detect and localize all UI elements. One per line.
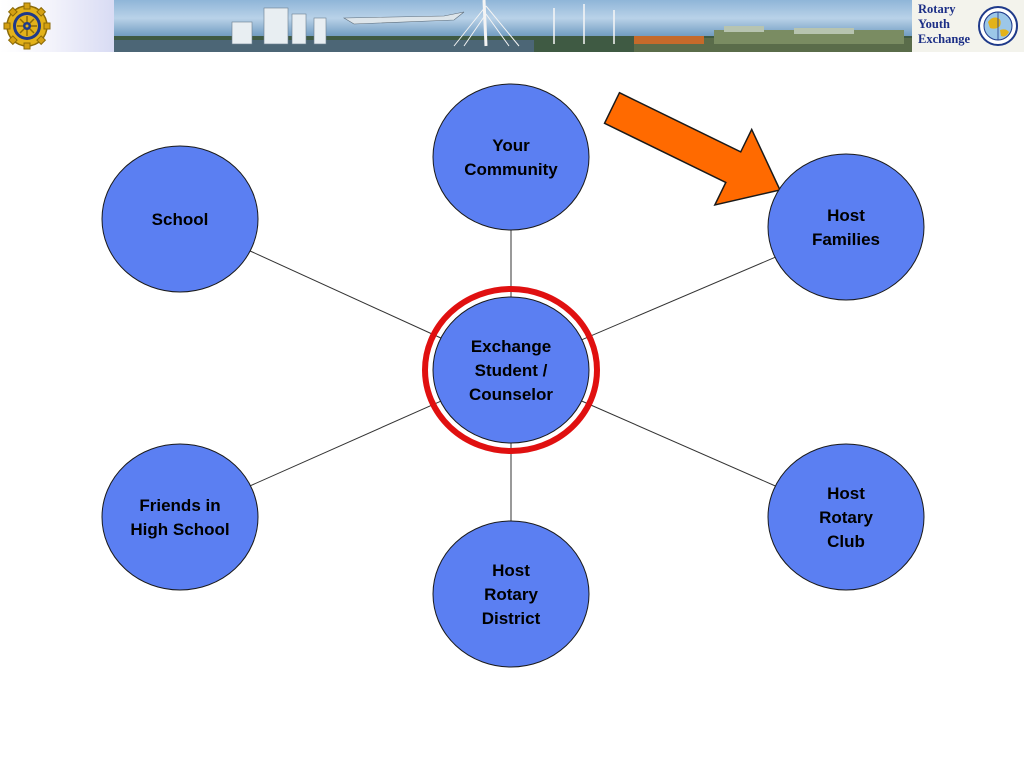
node-label-exchange-student-0: Exchange bbox=[471, 337, 551, 356]
node-circle-school bbox=[101, 145, 259, 293]
node-label-friends-in-high-school-0: Friends in bbox=[139, 496, 220, 515]
arrow-layer bbox=[603, 91, 782, 207]
node-circle-your-community bbox=[432, 83, 590, 231]
node-label-host-rotary-club-1: Rotary bbox=[819, 508, 873, 527]
node-circle-host-rotary-district bbox=[432, 520, 590, 668]
node-label-your-community-0: Your bbox=[492, 136, 530, 155]
node-label-host-rotary-district-2: District bbox=[482, 609, 541, 628]
node-label-host-rotary-district-1: Rotary bbox=[484, 585, 538, 604]
connector-host-families bbox=[581, 256, 776, 341]
node-label-host-rotary-club-0: Host bbox=[827, 484, 865, 503]
node-label-your-community-1: Community bbox=[464, 160, 558, 179]
banner-title-line-2: Youth bbox=[918, 17, 950, 31]
connector-lines bbox=[249, 230, 776, 521]
connector-friends-in-high-school bbox=[250, 400, 441, 487]
node-circle-friends-in-high-school bbox=[101, 443, 259, 591]
highlight-ring bbox=[422, 286, 600, 454]
node-school: School bbox=[101, 145, 259, 293]
node-label-host-rotary-district-0: Host bbox=[492, 561, 530, 580]
node-label-host-families-1: Families bbox=[812, 230, 880, 249]
node-label-host-families-0: Host bbox=[827, 206, 865, 225]
header-banner: Rotary Youth Exchange bbox=[0, 0, 1024, 52]
city-photo-banner bbox=[114, 0, 912, 52]
node-label-host-rotary-club-2: Club bbox=[827, 532, 865, 551]
node-circle-host-families bbox=[767, 153, 925, 301]
node-label-school-0: School bbox=[152, 210, 209, 229]
connector-host-rotary-club bbox=[581, 400, 776, 487]
block-arrow-icon bbox=[603, 91, 782, 207]
node-circle-exchange-student bbox=[432, 296, 590, 444]
diagram-nodes: YourCommunityHostFamiliesHostRotaryClubH… bbox=[101, 83, 925, 668]
node-friends-in-high-school: Friends in High School bbox=[101, 443, 259, 591]
banner-title-line-3: Exchange bbox=[918, 32, 971, 46]
node-circle-host-rotary-club bbox=[767, 443, 925, 591]
node-label-exchange-student-1: Student / bbox=[475, 361, 548, 380]
banner-title-line-1: Rotary bbox=[918, 2, 956, 16]
skyline-image bbox=[114, 0, 912, 52]
connector-school bbox=[249, 250, 442, 339]
node-label-friends-in-high-school-1: High School bbox=[130, 520, 229, 539]
banner-title: Rotary Youth Exchange bbox=[918, 2, 970, 47]
youth-exchange-globe-icon bbox=[978, 6, 1018, 46]
rotary-wheel-icon bbox=[3, 2, 51, 50]
node-label-exchange-student-2: Counselor bbox=[469, 385, 553, 404]
